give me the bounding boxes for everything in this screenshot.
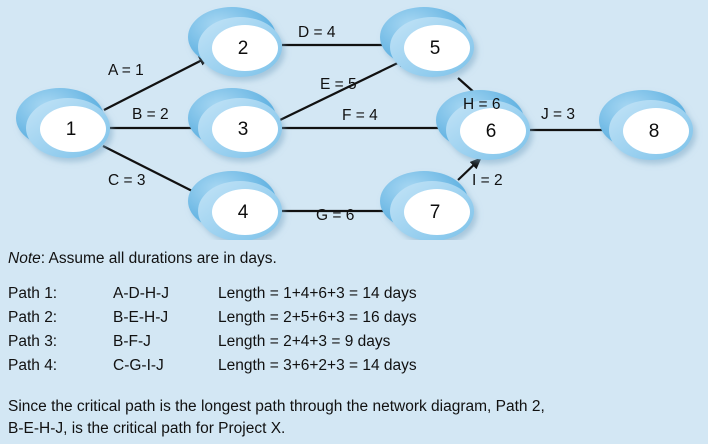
- path-seq: B-F-J: [113, 333, 151, 350]
- path-length: Length = 3+6+2+3 = 14 days: [218, 357, 417, 374]
- note-label: Note: [8, 250, 41, 267]
- activity-label: A = 1: [108, 62, 144, 79]
- path-seq: B-E-H-J: [113, 309, 169, 326]
- node-4: 4: [188, 171, 282, 240]
- conclusion-line-2: B-E-H-J, is the critical path for Projec…: [8, 420, 286, 437]
- node-label: 7: [430, 202, 441, 223]
- note: Note: Assume all durations are in days.: [8, 250, 277, 268]
- node-3: 3: [188, 88, 282, 158]
- edge-1-2: [103, 55, 211, 111]
- path-seq: A-D-H-J: [113, 285, 169, 302]
- node-6: 6: [436, 90, 530, 160]
- diagram-canvas: 1 2 3 4 5 6 7 8: [16, 7, 693, 240]
- activity-label: E = 5: [320, 76, 357, 93]
- activity-label: B = 2: [132, 106, 169, 123]
- path-length: Length = 1+4+6+3 = 14 days: [218, 285, 417, 302]
- activity-label: D = 4: [298, 24, 336, 41]
- node-label: 1: [66, 119, 77, 140]
- conclusion-line-1: Since the critical path is the longest p…: [8, 398, 545, 415]
- edge-3-5: [279, 57, 409, 121]
- path-name: Path 1:: [8, 285, 58, 302]
- node-7: 7: [380, 171, 474, 240]
- activity-label: H = 6: [463, 96, 501, 113]
- node-label: 4: [238, 202, 249, 223]
- activity-label: F = 4: [342, 107, 378, 124]
- node-label: 3: [238, 119, 249, 140]
- path-name: Path 2:: [8, 309, 58, 326]
- path-length: Length = 2+5+6+3 = 16 days: [218, 309, 417, 326]
- path-name: Path 3:: [8, 333, 58, 350]
- node-8: 8: [599, 90, 693, 160]
- activity-label: J = 3: [541, 106, 576, 123]
- path-name: Path 4:: [8, 357, 58, 374]
- activity-label: G = 6: [316, 207, 355, 224]
- path-length: Length = 2+4+3 = 9 days: [218, 333, 391, 350]
- note-text: : Assume all durations are in days.: [40, 250, 277, 267]
- node-label: 8: [649, 121, 660, 142]
- edge-7-6: [457, 157, 482, 181]
- node-label: 6: [486, 121, 497, 142]
- activity-label: I = 2: [472, 172, 503, 189]
- node-5: 5: [380, 7, 474, 77]
- node-label: 2: [238, 38, 249, 59]
- activity-label: C = 3: [108, 172, 146, 189]
- path-seq: C-G-I-J: [113, 357, 164, 374]
- node-2: 2: [188, 7, 282, 77]
- node-label: 5: [430, 38, 441, 59]
- node-1: 1: [16, 88, 110, 158]
